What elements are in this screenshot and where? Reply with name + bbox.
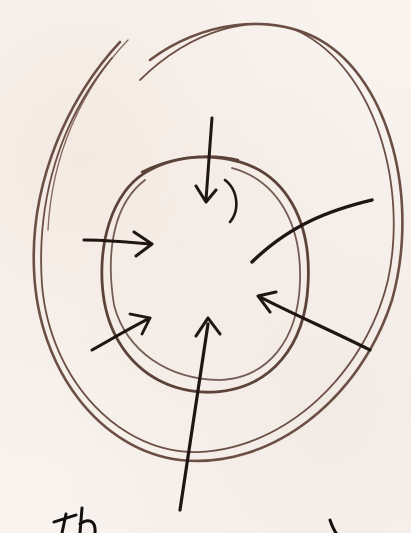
- handwriting-fragment: [54, 508, 336, 533]
- inward-arrows: [84, 118, 372, 510]
- arrow-right-upper: [252, 200, 372, 262]
- outer-ellipse: [34, 24, 403, 461]
- arrow-left: [84, 232, 152, 256]
- arrow-bottom: [180, 318, 220, 510]
- arrow-top: [196, 118, 236, 222]
- arrow-right-lower: [258, 292, 370, 350]
